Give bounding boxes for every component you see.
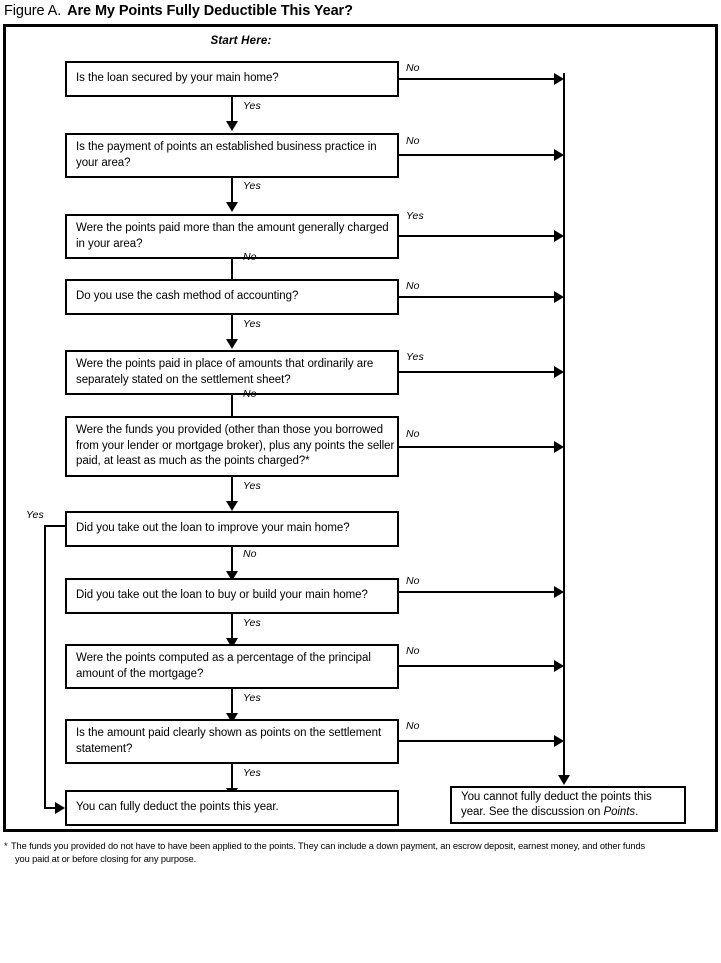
flowchart-canvas: Start Here: Is the loan secured by your … bbox=[6, 27, 715, 829]
edge-q8-no-line bbox=[399, 591, 559, 593]
edge-q3-no-line bbox=[231, 259, 233, 287]
edge-q2-yes-line bbox=[231, 178, 233, 206]
edge-q2-no-arrowhead bbox=[554, 149, 564, 161]
node-q9[interactable]: Were the points computed as a percentage… bbox=[65, 644, 399, 689]
edge-q9-yes-label: Yes bbox=[243, 692, 261, 704]
edge-q4-yes-line bbox=[231, 315, 233, 343]
node-q3[interactable]: Were the points paid more than the amoun… bbox=[65, 214, 399, 259]
edge-q7-yes-label: Yes bbox=[26, 509, 44, 521]
outcome-deductible[interactable]: You can fully deduct the points this yea… bbox=[65, 790, 399, 826]
figure-label: Figure A. bbox=[4, 3, 62, 19]
edge-q8-yes-label: Yes bbox=[243, 617, 261, 629]
edge-q1-no-label: No bbox=[406, 62, 420, 74]
edge-q5-yes-label: Yes bbox=[406, 351, 424, 363]
outcome-not-deductible-line1: You cannot fully deduct the points this bbox=[461, 790, 652, 803]
node-q7[interactable]: Did you take out the loan to improve you… bbox=[65, 511, 399, 547]
node-q8[interactable]: Did you take out the loan to buy or buil… bbox=[65, 578, 399, 614]
node-q3-text: Were the points paid more than the amoun… bbox=[76, 222, 389, 250]
node-q1-text: Is the loan secured by your main home? bbox=[76, 72, 279, 85]
figure-title: Figure A. Are My Points Fully Deductible … bbox=[4, 2, 717, 22]
edge-q10-no-label: No bbox=[406, 720, 420, 732]
right-collector-arrowhead bbox=[558, 775, 570, 785]
footnote: * The funds you provided do not have to … bbox=[4, 840, 718, 865]
outcome-not-deductible-text: You cannot fully deduct the points this y… bbox=[452, 790, 652, 821]
footnote-line-1: The funds you provided do not have to ha… bbox=[11, 841, 646, 851]
node-q4[interactable]: Do you use the cash method of accounting… bbox=[65, 279, 399, 315]
edge-q8-no-label: No bbox=[406, 575, 420, 587]
node-q10[interactable]: Is the amount paid clearly shown as poin… bbox=[65, 719, 399, 764]
edge-q7-no-arrowhead bbox=[226, 571, 238, 581]
node-q9-text: Were the points computed as a percentage… bbox=[76, 652, 371, 680]
node-q8-text: Did you take out the loan to buy or buil… bbox=[76, 589, 368, 602]
edge-q6-no-line bbox=[399, 446, 559, 448]
footnote-marker: * bbox=[4, 841, 8, 851]
edge-q7-yes-line-v bbox=[44, 525, 46, 809]
flowchart-container: Start Here: Is the loan secured by your … bbox=[3, 24, 718, 832]
edge-q2-no-line bbox=[399, 154, 559, 156]
edge-q9-no-arrowhead bbox=[554, 660, 564, 672]
node-q4-text: Do you use the cash method of accounting… bbox=[76, 290, 299, 303]
right-collector-line bbox=[563, 73, 565, 780]
outcome-deductible-text: You can fully deduct the points this yea… bbox=[76, 801, 279, 814]
edge-q7-yes-line-h bbox=[44, 525, 67, 527]
start-here-label: Start Here: bbox=[210, 35, 272, 47]
edge-q7-no-line bbox=[231, 547, 233, 575]
edge-q6-no-label: No bbox=[406, 428, 420, 440]
edge-q6-yes-line bbox=[231, 477, 233, 505]
edge-q7-yes-line-h2 bbox=[44, 807, 60, 809]
edge-q5-no-label: No bbox=[243, 388, 257, 400]
edge-q5-yes-line bbox=[399, 371, 559, 373]
node-q7-text: Did you take out the loan to improve you… bbox=[76, 522, 350, 535]
edge-q10-yes-line bbox=[231, 764, 233, 792]
edge-q6-no-arrowhead bbox=[554, 441, 564, 453]
edge-q1-yes-line bbox=[231, 97, 233, 125]
edge-q6-yes-label: Yes bbox=[243, 480, 261, 492]
edge-q7-no-label: No bbox=[243, 548, 257, 560]
outcome-not-deductible[interactable]: You cannot fully deduct the points this y… bbox=[450, 786, 686, 824]
node-q10-text: Is the amount paid clearly shown as poin… bbox=[76, 727, 382, 755]
edge-q2-no-label: No bbox=[406, 135, 420, 147]
node-q1[interactable]: Is the loan secured by your main home? bbox=[65, 61, 399, 97]
outcome-not-deductible-line2: year. See the discussion on bbox=[461, 806, 604, 818]
outcome-not-deductible-period: . bbox=[635, 806, 639, 818]
outcome-not-deductible-ref: Points bbox=[603, 806, 636, 818]
footnote-line-2: you paid at or before closing for any pu… bbox=[15, 853, 197, 864]
node-q2[interactable]: Is the payment of points an established … bbox=[65, 133, 399, 178]
edge-q2-yes-label: Yes bbox=[243, 180, 261, 192]
edge-q1-no-arrowhead bbox=[554, 73, 564, 85]
edge-q10-no-arrowhead bbox=[554, 735, 564, 747]
edge-q4-no-line bbox=[399, 296, 559, 298]
edge-q1-yes-arrowhead bbox=[226, 121, 238, 131]
edge-q6-yes-arrowhead bbox=[226, 501, 238, 511]
edge-q8-no-arrowhead bbox=[554, 586, 564, 598]
node-q2-text: Is the payment of points an established … bbox=[76, 141, 377, 169]
edge-q4-no-arrowhead bbox=[554, 291, 564, 303]
node-q6[interactable]: Were the funds you provided (other than … bbox=[65, 416, 399, 477]
edge-q1-no-line bbox=[399, 78, 559, 80]
edge-q4-no-label: No bbox=[406, 280, 420, 292]
edge-q3-yes-label: Yes bbox=[406, 210, 424, 222]
edge-q5-no-line bbox=[231, 395, 233, 423]
edge-q9-yes-line bbox=[231, 689, 233, 717]
edge-q5-yes-arrowhead bbox=[554, 366, 564, 378]
edge-q1-yes-label: Yes bbox=[243, 100, 261, 112]
edge-q10-no-line bbox=[399, 740, 559, 742]
edge-q4-yes-label: Yes bbox=[243, 318, 261, 330]
edge-q3-no-label: No bbox=[243, 251, 257, 263]
node-q5-text: Were the points paid in place of amounts… bbox=[76, 358, 374, 386]
edge-q10-yes-label: Yes bbox=[243, 767, 261, 779]
node-q6-text: Were the funds you provided (other than … bbox=[76, 424, 395, 468]
edge-q9-yes-arrowhead bbox=[226, 713, 238, 723]
edge-q2-yes-arrowhead bbox=[226, 202, 238, 212]
edge-q3-yes-line bbox=[399, 235, 559, 237]
edge-q3-yes-arrowhead bbox=[554, 230, 564, 242]
edge-q4-yes-arrowhead bbox=[226, 339, 238, 349]
edge-q9-no-label: No bbox=[406, 645, 420, 657]
node-q5[interactable]: Were the points paid in place of amounts… bbox=[65, 350, 399, 395]
edge-q8-yes-line bbox=[231, 614, 233, 642]
edge-q9-no-line bbox=[399, 665, 559, 667]
page-title: Are My Points Fully Deductible This Year… bbox=[67, 3, 353, 19]
edge-q8-yes-arrowhead bbox=[226, 638, 238, 648]
edge-q7-yes-arrowhead bbox=[55, 802, 65, 814]
